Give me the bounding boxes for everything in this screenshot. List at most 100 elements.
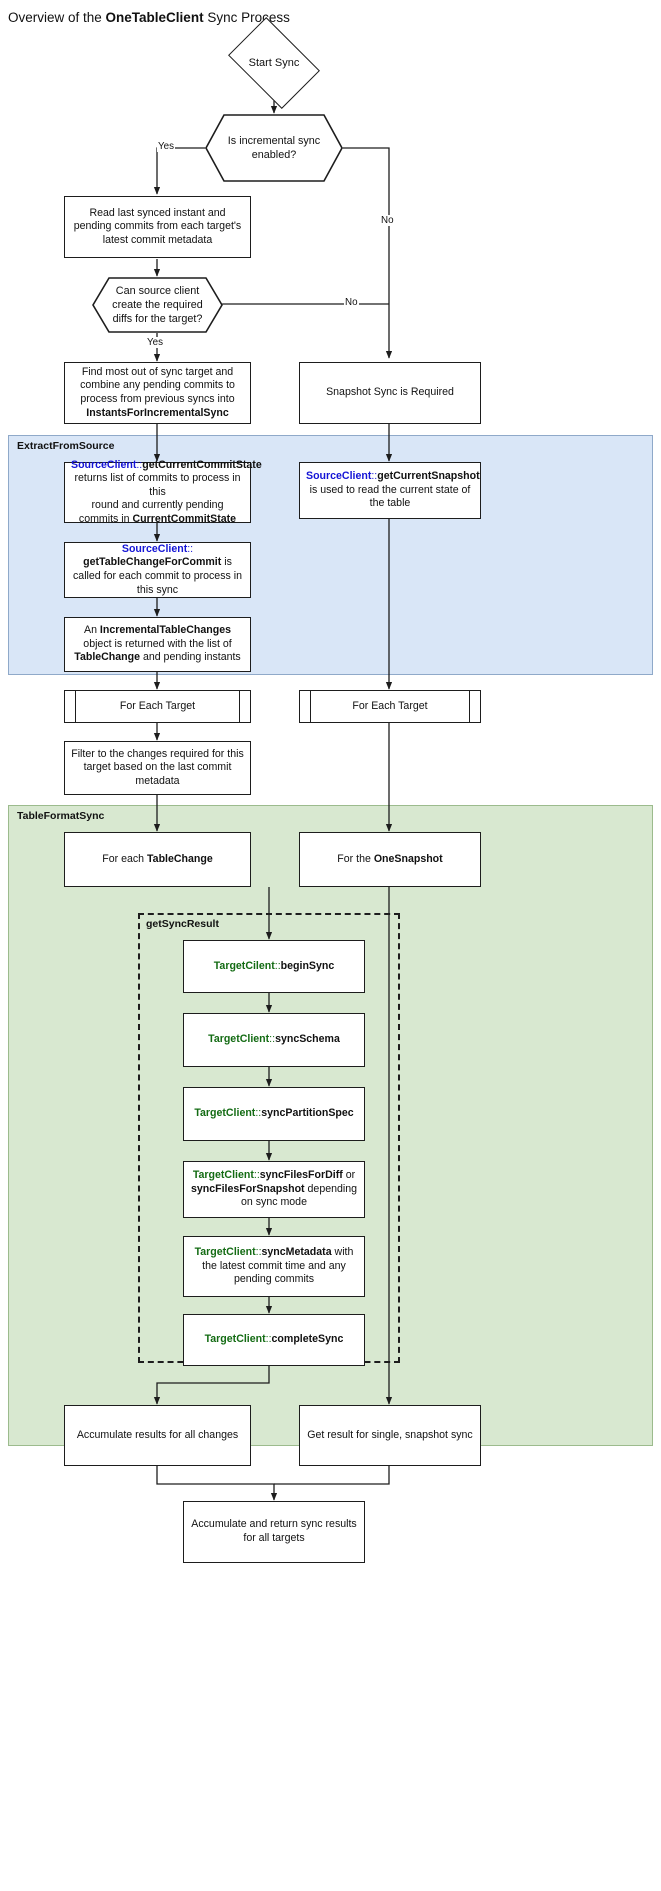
scope-operator: :: bbox=[255, 1246, 262, 1259]
scope-operator: :: bbox=[265, 1333, 272, 1346]
node-find-most-out-of-sync-target[interactable]: Find most out of sync target and combine… bbox=[64, 362, 251, 424]
method-name: syncPartitionSpec bbox=[261, 1107, 354, 1120]
bold-term-1: IncrementalTableChanges bbox=[99, 624, 231, 637]
node-begin-sync[interactable]: TargetCilent::beginSync bbox=[183, 940, 365, 993]
node-get-result-single[interactable]: Get result for single, snapshot sync bbox=[299, 1405, 481, 1466]
hexagon-border bbox=[92, 277, 223, 333]
node-start-sync[interactable]: Start Sync bbox=[228, 17, 320, 109]
target-client-label: TargetClient bbox=[208, 1033, 270, 1046]
target-client-label: TargetClient bbox=[194, 1107, 256, 1120]
target-client-label: TargetClient bbox=[204, 1333, 266, 1346]
scope-operator: :: bbox=[269, 1033, 276, 1046]
find-line1: Find most out of sync target and bbox=[81, 365, 234, 378]
edge-label-yes-incremental: Yes bbox=[157, 141, 175, 152]
scope-operator: :: bbox=[187, 542, 194, 555]
body-line1: returns list of commits to process in th… bbox=[74, 472, 241, 498]
pre-text: For each bbox=[102, 852, 147, 865]
node-get-table-change-for-commit[interactable]: SourceClient:: getTableChangeForCommit i… bbox=[64, 542, 251, 598]
node-accumulate-return[interactable]: Accumulate and return sync results for a… bbox=[183, 1501, 365, 1563]
method-name: syncMetadata bbox=[261, 1246, 332, 1259]
node-start-sync-label: Start Sync bbox=[248, 57, 300, 69]
node-filter-changes-label: Filter to the changes required for this … bbox=[71, 747, 244, 787]
title-suffix: Sync Process bbox=[203, 10, 290, 25]
source-client-label: SourceClient bbox=[306, 470, 372, 483]
node-for-each-target-left[interactable]: For Each Target bbox=[64, 689, 251, 724]
node-for-each-target-right[interactable]: For Each Target bbox=[299, 689, 481, 724]
node-accumulate-results-label: Accumulate results for all changes bbox=[76, 1428, 239, 1441]
node-for-each-tablechange[interactable]: For each TableChange bbox=[64, 832, 251, 887]
method-name: beginSync bbox=[280, 959, 335, 972]
find-bold-term: InstantsForIncrementalSync bbox=[86, 406, 229, 419]
node-for-each-target-left-label: For Each Target bbox=[119, 699, 196, 712]
edge-label-yes-diffs: Yes bbox=[146, 337, 164, 348]
node-sync-schema[interactable]: TargetClient::syncSchema bbox=[183, 1013, 365, 1067]
method-name: syncFilesForDiff bbox=[259, 1169, 343, 1182]
bold-term: OneSnapshot bbox=[373, 852, 443, 865]
body-text: is called for each commit to process in … bbox=[73, 556, 242, 596]
node-complete-sync[interactable]: TargetClient::completeSync bbox=[183, 1314, 365, 1366]
body-bold-term: CurrentCommitState bbox=[132, 512, 237, 525]
node-can-source-client-create-diffs[interactable]: Can source client create the required di… bbox=[92, 277, 223, 333]
node-sync-metadata[interactable]: TargetClient::syncMetadata with the late… bbox=[183, 1236, 365, 1297]
body-line3: commits in bbox=[78, 512, 133, 525]
edge-label-no-incremental: No bbox=[380, 215, 395, 226]
scope-operator: :: bbox=[274, 959, 281, 972]
source-client-label: SourceClient bbox=[71, 458, 137, 471]
hexagon-fill bbox=[205, 114, 343, 182]
node-for-each-target-right-label: For Each Target bbox=[352, 699, 428, 712]
mid-text: object is returned with the list of bbox=[83, 637, 232, 650]
node-sync-partition-spec[interactable]: TargetClient::syncPartitionSpec bbox=[183, 1087, 365, 1141]
title-bold: OneTableClient bbox=[105, 10, 204, 25]
cluster-get-sync-result-label: getSyncResult bbox=[146, 918, 219, 930]
body-line2: round and currently pending bbox=[91, 499, 224, 512]
pre-text: For the bbox=[337, 852, 374, 865]
scope-operator: :: bbox=[253, 1169, 260, 1182]
mid-text: or bbox=[342, 1169, 356, 1182]
find-line2: combine any pending commits to bbox=[80, 379, 235, 392]
node-is-incremental-sync-enabled-label: Is incremental sync enabled? bbox=[227, 134, 321, 161]
find-line3: process from previous syncs into bbox=[80, 393, 235, 405]
title-prefix: Overview of the bbox=[8, 10, 106, 25]
page-title: Overview of the OneTableClient Sync Proc… bbox=[8, 10, 290, 25]
node-read-last-synced-instant[interactable]: Read last synced instant and pending com… bbox=[64, 196, 251, 258]
node-for-the-onesnapshot[interactable]: For the OneSnapshot bbox=[299, 832, 481, 887]
node-snapshot-sync-required[interactable]: Snapshot Sync is Required bbox=[299, 362, 481, 424]
node-incremental-table-changes[interactable]: An IncrementalTableChanges object is ret… bbox=[64, 617, 251, 672]
method-name-alt: syncFilesForSnapshot bbox=[190, 1182, 305, 1195]
pre-text: An bbox=[84, 624, 100, 637]
node-snapshot-sync-required-label: Snapshot Sync is Required bbox=[326, 386, 454, 399]
node-get-result-single-label: Get result for single, snapshot sync bbox=[307, 1428, 473, 1441]
node-sync-files[interactable]: TargetClient::syncFilesForDiff or syncFi… bbox=[183, 1161, 365, 1218]
method-name: getCurrentSnapshot bbox=[377, 470, 480, 483]
body-text: is used to read the current state of the… bbox=[309, 483, 471, 510]
node-is-incremental-sync-enabled[interactable]: Is incremental sync enabled? bbox=[205, 114, 343, 182]
node-read-last-synced-instant-label: Read last synced instant and pending com… bbox=[73, 206, 242, 246]
target-client-label: TargetClient bbox=[192, 1169, 254, 1182]
scope-operator: :: bbox=[136, 458, 143, 471]
method-name: getTableChangeForCommit bbox=[83, 556, 222, 569]
hexagon-border bbox=[205, 114, 343, 182]
post-text: and pending instants bbox=[140, 651, 241, 664]
node-accumulate-results[interactable]: Accumulate results for all changes bbox=[64, 1405, 251, 1466]
target-client-label: TargetClient bbox=[194, 1246, 256, 1259]
bold-term-2: TableChange bbox=[74, 651, 140, 664]
hexagon-fill bbox=[92, 277, 223, 333]
target-client-label: TargetCilent bbox=[213, 959, 275, 972]
node-accumulate-return-label: Accumulate and return sync results for a… bbox=[191, 1518, 357, 1544]
cluster-extract-from-source-label: ExtractFromSource bbox=[17, 440, 115, 452]
node-get-current-snapshot[interactable]: SourceClient::getCurrentSnapshot is used… bbox=[299, 462, 481, 519]
method-name: getCurrentCommitState bbox=[142, 458, 262, 471]
post-text: depending on sync mode bbox=[241, 1182, 358, 1209]
node-get-current-commit-state[interactable]: SourceClient::getCurrentCommitState retu… bbox=[64, 458, 262, 525]
node-filter-changes[interactable]: Filter to the changes required for this … bbox=[64, 741, 251, 795]
scope-operator: :: bbox=[371, 470, 378, 483]
cluster-table-format-sync-label: TableFormatSync bbox=[17, 810, 105, 822]
scope-operator: :: bbox=[255, 1107, 262, 1120]
edge-label-no-diffs: No bbox=[344, 297, 359, 308]
node-can-source-client-create-diffs-label: Can source client create the required di… bbox=[112, 284, 203, 326]
bold-term: TableChange bbox=[147, 852, 213, 865]
method-name: syncSchema bbox=[275, 1033, 340, 1046]
source-client-label: SourceClient bbox=[121, 542, 188, 555]
post-text: with the latest commit time and any pend… bbox=[202, 1246, 354, 1286]
